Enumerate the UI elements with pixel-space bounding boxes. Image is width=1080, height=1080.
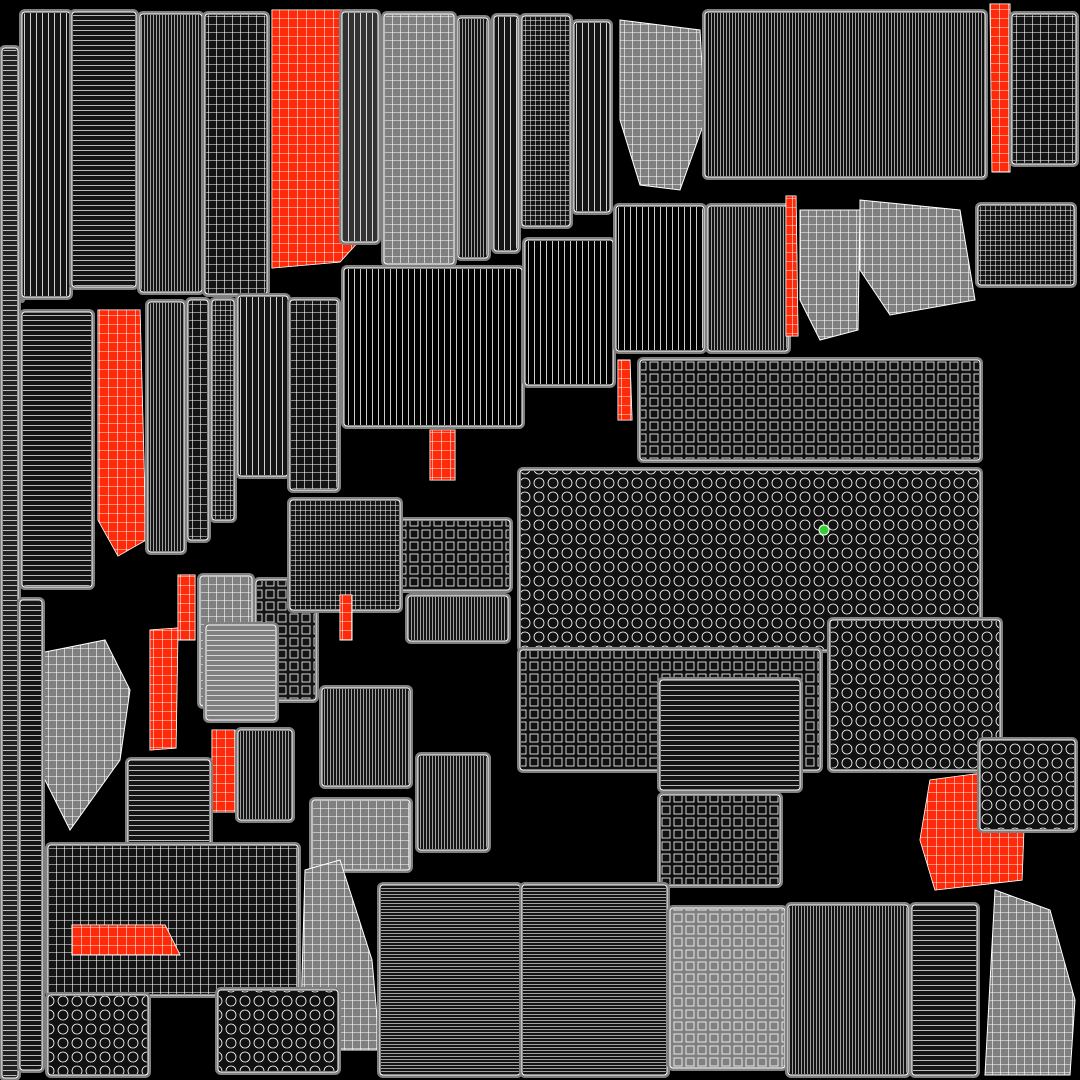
highlighted-uv-wireframe [785,195,799,337]
uv-island-wireframe [129,761,209,854]
uv-island-wireframe [239,731,291,819]
uv-island-wireframe [619,19,706,191]
uv-island-wireframe [661,681,799,789]
uv-island-wireframe [419,756,487,849]
uv-island-wireframe [1013,15,1075,163]
uv-island-wireframe [799,209,861,341]
uv-island-wireframe [3,49,17,1077]
uv-island-wireframe [49,846,297,994]
uv-island-wireframe [239,297,287,475]
highlighted-uv-wireframe [617,359,633,421]
highlighted-uv-wireframe [97,309,147,557]
highlighted-uv-wireframe [339,594,353,641]
uv-island-wireframe [671,909,784,1067]
uv-island-wireframe [149,303,183,551]
uv-island-wireframe [385,15,453,263]
highlighted-uv-wireframe [211,729,237,813]
uv-island-wireframe [23,13,69,296]
uv-island-wireframe [141,15,201,291]
uv-island-wireframe [401,521,509,589]
uv-island-wireframe [526,241,612,384]
uv-island-wireframe [661,796,779,884]
uv-island-wireframe [381,886,519,1074]
uv-island-wireframe [73,13,135,286]
uv-island-wireframe [21,601,41,1069]
highlighted-uv-wireframe [149,627,179,751]
uv-island-wireframe [343,13,377,241]
uv-island-wireframe [981,741,1074,829]
uv-island-wireframe [291,301,337,489]
uv-island-wireframe [641,361,979,459]
uv-island-wireframe [523,17,569,225]
green-vertex-marker [818,524,830,536]
uv-island-wireframe [523,886,666,1074]
uv-island-wireframe [831,621,999,769]
uv-island-wireframe [706,13,984,176]
uv-island-wireframe [521,471,979,649]
uv-island-wireframe [495,17,517,250]
uv-island-wireframe [189,301,207,539]
uv-island-wireframe [459,19,487,257]
uv-island-wireframe [913,906,976,1074]
uv-island-wireframe [313,801,409,869]
highlighted-uv-wireframe [177,574,196,641]
highlighted-uv-wireframe [71,924,181,956]
highlighted-uv-wireframe [429,429,456,481]
uv-island-wireframe [49,996,147,1074]
uv-island-wireframe [617,207,703,350]
uv-island-wireframe [859,199,976,316]
uv-island-wireframe [219,991,337,1071]
uv-island-wireframe [709,207,787,350]
uv-island-wireframe [979,206,1073,284]
uv-island-wireframe [345,269,521,425]
highlighted-uv-wireframe [989,3,1011,173]
uv-island-wireframe [984,889,1076,1076]
uv-island-wireframe [213,301,233,519]
uv-island-wireframe [409,597,507,640]
uv-island-wireframe [23,313,91,586]
uv-island-wireframe [207,626,275,719]
uv-island-wireframe [575,23,609,211]
uv-island-wireframe [323,689,409,785]
uv-island-wireframe [206,15,266,293]
uv-island-wireframe [789,906,907,1074]
uv-island-wireframe [291,501,399,609]
